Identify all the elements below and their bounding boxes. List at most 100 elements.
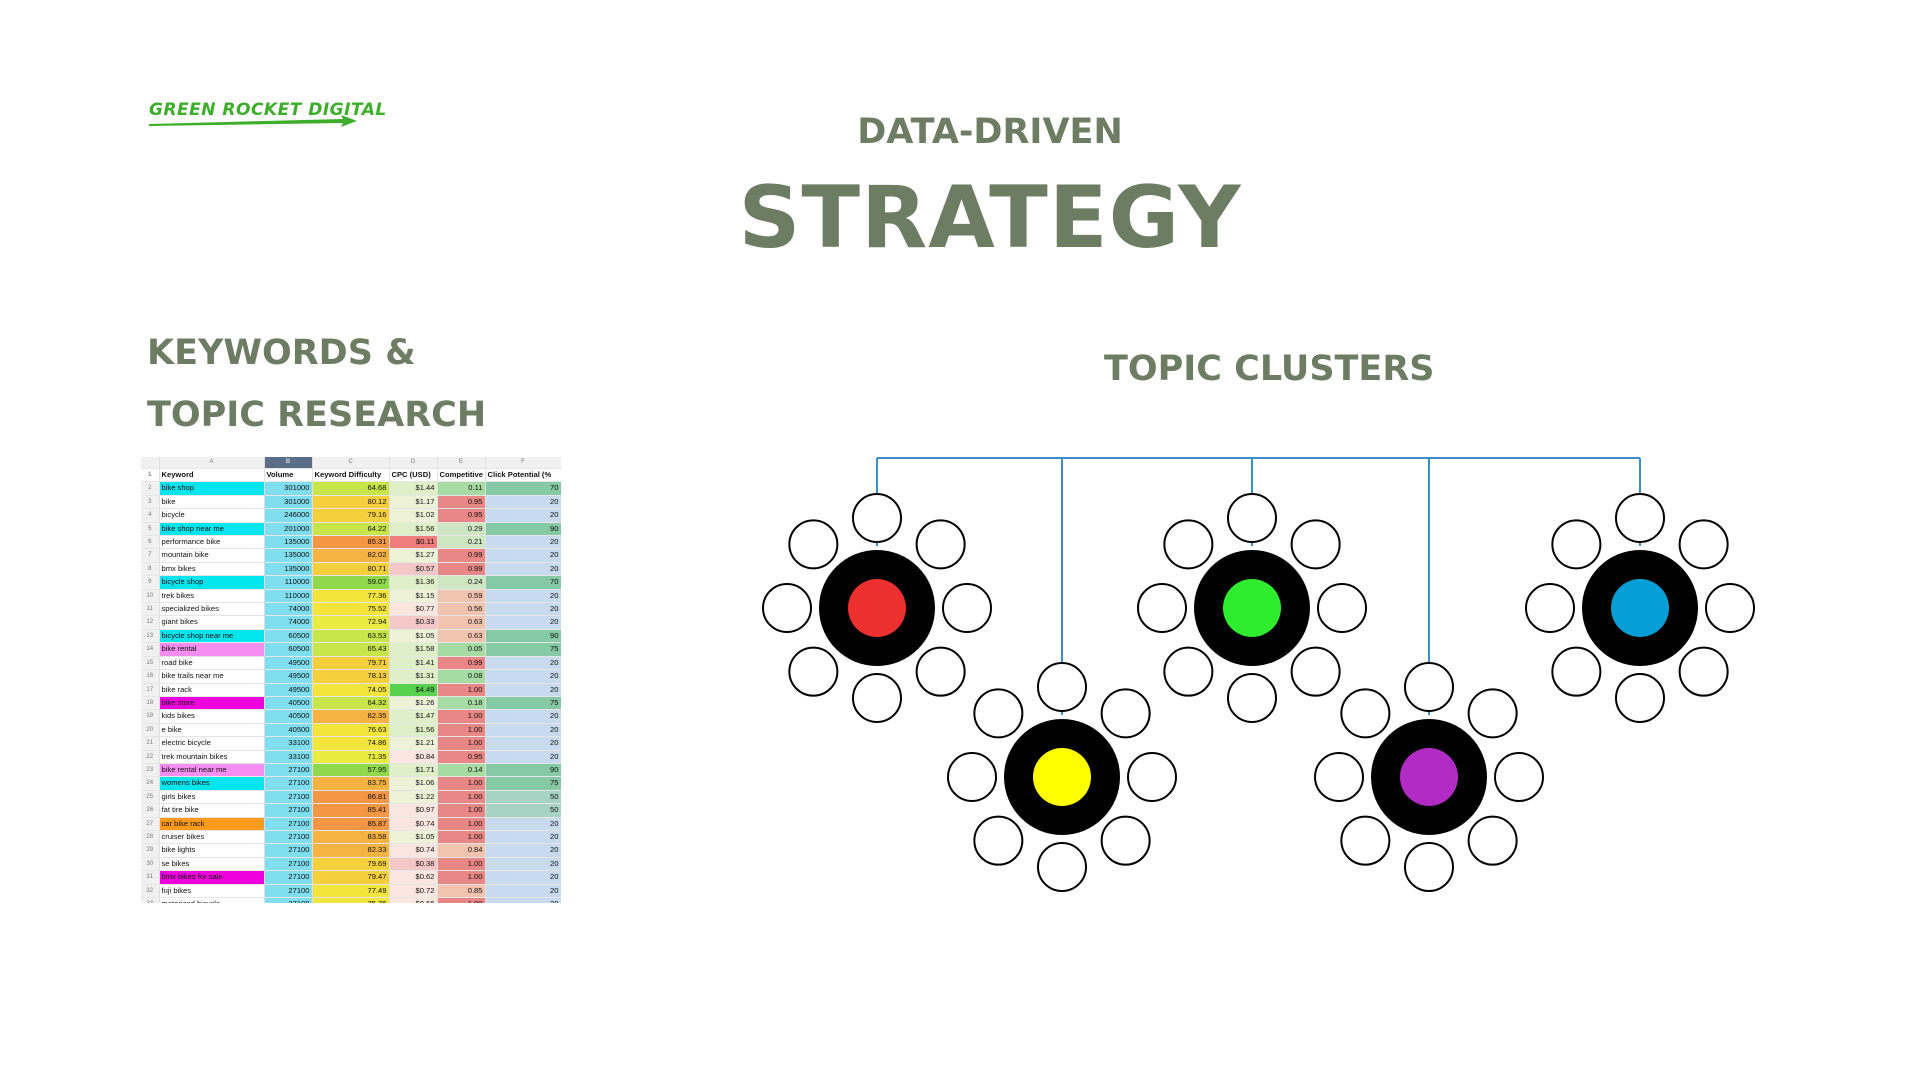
row-number: 27 <box>141 817 160 831</box>
logo-arrow-icon <box>149 115 357 127</box>
click-potential-cell: 20 <box>485 602 561 617</box>
subtopic-node <box>1494 752 1544 802</box>
difficulty-cell: 79.71 <box>312 656 390 671</box>
cpc-cell: $1.06 <box>389 776 438 791</box>
keyword-cell: motorized bicycle <box>159 897 265 903</box>
subtopic-node <box>1317 583 1367 633</box>
click-potential-cell: 50 <box>485 803 561 818</box>
cpc-cell: $1.05 <box>389 830 438 845</box>
cpc-cell: $0.57 <box>389 562 438 577</box>
keyword-cell: bike rental near me <box>159 763 265 778</box>
competitive-cell: 0.24 <box>437 575 486 590</box>
keyword-cell: bicycle shop <box>159 575 265 590</box>
keyword-cell: cruiser bikes <box>159 830 265 845</box>
volume-cell: 27100 <box>264 763 313 778</box>
click-potential-cell: 20 <box>485 656 561 671</box>
competitive-cell: 0.85 <box>437 884 486 899</box>
volume-cell: 40500 <box>264 709 313 724</box>
click-potential-cell: 70 <box>485 481 561 496</box>
volume-cell: 49500 <box>264 683 313 697</box>
difficulty-cell: 77.36 <box>312 589 390 604</box>
click-potential-cell: 90 <box>485 629 561 644</box>
subtopic-node <box>973 815 1024 866</box>
competitive-cell: 1.00 <box>437 803 486 818</box>
click-potential-cell: 20 <box>485 817 561 831</box>
cpc-cell: $1.36 <box>389 575 438 590</box>
click-potential-cell: 20 <box>485 709 561 724</box>
difficulty-cell: 57.95 <box>312 763 390 778</box>
volume-cell: 301000 <box>264 495 313 510</box>
difficulty-cell: 85.31 <box>312 535 390 550</box>
cpc-cell: $0.84 <box>389 750 438 764</box>
volume-cell: 49500 <box>264 669 313 684</box>
subtopic-node <box>1314 752 1364 802</box>
difficulty-cell: 75.76 <box>312 897 390 903</box>
subtopic-node <box>788 646 839 697</box>
row-number: 1 <box>141 468 160 483</box>
brand-logo: GREEN ROCKET DIGITAL <box>147 98 386 134</box>
subtopic-node <box>1404 662 1454 712</box>
column-letter: E <box>437 457 486 469</box>
keyword-cell: bike store <box>159 696 265 711</box>
competitive-cell: 0.18 <box>437 696 486 711</box>
cpc-cell: $4.49 <box>389 683 438 697</box>
row-number: 5 <box>141 522 160 537</box>
subtopic-node <box>788 519 839 570</box>
column-letter: B <box>264 457 313 469</box>
cpc-cell: $1.44 <box>389 481 438 496</box>
row-number: 29 <box>141 843 160 858</box>
volume-cell: 110000 <box>264 589 313 604</box>
row-number: 23 <box>141 763 160 778</box>
click-potential-cell: 75 <box>485 696 561 711</box>
cpc-cell: $0.72 <box>389 884 438 899</box>
volume-cell: 27100 <box>264 817 313 831</box>
cpc-cell: $1.71 <box>389 763 438 778</box>
difficulty-cell: 82.35 <box>312 709 390 724</box>
row-number: 20 <box>141 723 160 738</box>
subtopic-node <box>1340 815 1391 866</box>
click-potential-cell: 20 <box>485 669 561 684</box>
volume-cell: 27100 <box>264 870 313 885</box>
subtopic-node <box>1615 493 1665 543</box>
click-potential-cell: 20 <box>485 683 561 697</box>
row-number: 3 <box>141 495 160 510</box>
keyword-cell: performance bike <box>159 535 265 550</box>
keyword-cell: giant bikes <box>159 615 265 630</box>
difficulty-cell: 82.33 <box>312 843 390 858</box>
volume-cell: 201000 <box>264 522 313 537</box>
cpc-cell: $1.56 <box>389 522 438 537</box>
row-number: 6 <box>141 535 160 550</box>
difficulty-cell: 72.94 <box>312 615 390 630</box>
volume-cell: 27100 <box>264 884 313 899</box>
difficulty-cell: 80.71 <box>312 562 390 577</box>
subtopic-node <box>762 583 812 633</box>
competitive-cell: 0.63 <box>437 615 486 630</box>
keyword-cell: e bike <box>159 723 265 738</box>
row-number: 8 <box>141 562 160 577</box>
click-potential-cell: 20 <box>485 508 561 523</box>
competitive-cell: 0.11 <box>437 481 486 496</box>
subtopic-node <box>1705 583 1755 633</box>
cpc-cell: $1.41 <box>389 656 438 671</box>
subtopic-node <box>1137 583 1187 633</box>
cpc-cell: $1.05 <box>389 629 438 644</box>
column-header: Competitive <box>437 468 486 483</box>
row-number: 31 <box>141 870 160 885</box>
page-title: STRATEGY <box>738 168 1242 268</box>
click-potential-cell: 90 <box>485 763 561 778</box>
cpc-cell: $1.56 <box>389 723 438 738</box>
difficulty-cell: 64.22 <box>312 522 390 537</box>
click-potential-cell: 20 <box>485 535 561 550</box>
volume-cell: 40500 <box>264 723 313 738</box>
competitive-cell: 0.99 <box>437 656 486 671</box>
keyword-cell: bicycle <box>159 508 265 523</box>
column-header: Keyword <box>159 468 265 483</box>
column-header: CPC (USD) <box>389 468 438 483</box>
